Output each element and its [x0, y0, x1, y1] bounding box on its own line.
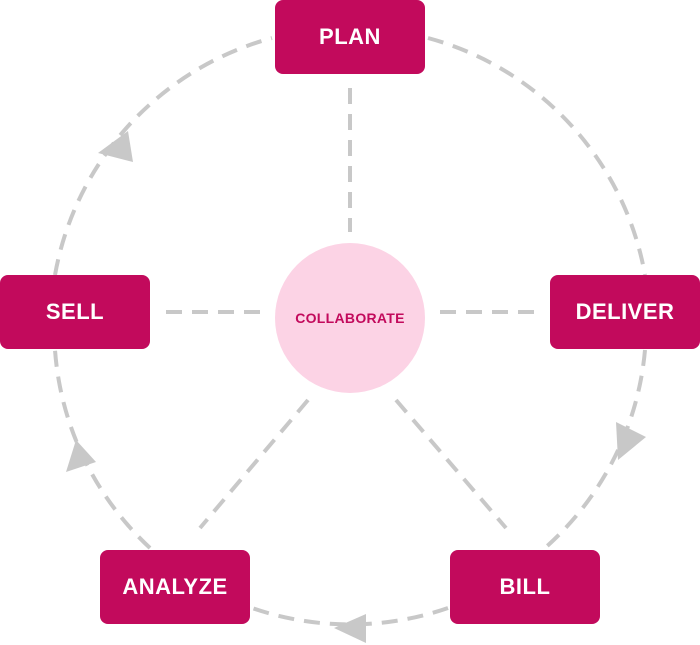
- arrowhead-deliver-to-bill: [616, 422, 646, 460]
- stage-bill: BILL: [450, 550, 600, 624]
- spoke-analyze: [198, 398, 310, 530]
- arrowhead-bill-to-analyze: [334, 614, 366, 643]
- stage-analyze: ANALYZE: [100, 550, 250, 624]
- stage-label: PLAN: [319, 24, 381, 49]
- stage-label: ANALYZE: [122, 574, 228, 599]
- arc-analyze-to-sell: [53, 349, 152, 550]
- arc-sell-to-plan: [53, 36, 273, 276]
- arc-plan-to-deliver: [427, 36, 647, 276]
- collaborate-hub: COLLABORATE: [275, 243, 425, 393]
- stage-deliver: DELIVER: [550, 275, 700, 349]
- stage-sell: SELL: [0, 275, 150, 349]
- arc-deliver-to-bill: [543, 349, 647, 550]
- arrowhead-sell-to-plan: [98, 131, 133, 162]
- stage-plan: PLAN: [275, 0, 425, 74]
- stage-label: SELL: [45, 299, 105, 324]
- arrowhead-analyze-to-sell: [66, 440, 96, 472]
- spoke-bill: [394, 398, 508, 530]
- stage-label: DELIVER: [575, 299, 675, 324]
- hub-label: COLLABORATE: [295, 310, 405, 326]
- stage-label: BILL: [499, 574, 551, 599]
